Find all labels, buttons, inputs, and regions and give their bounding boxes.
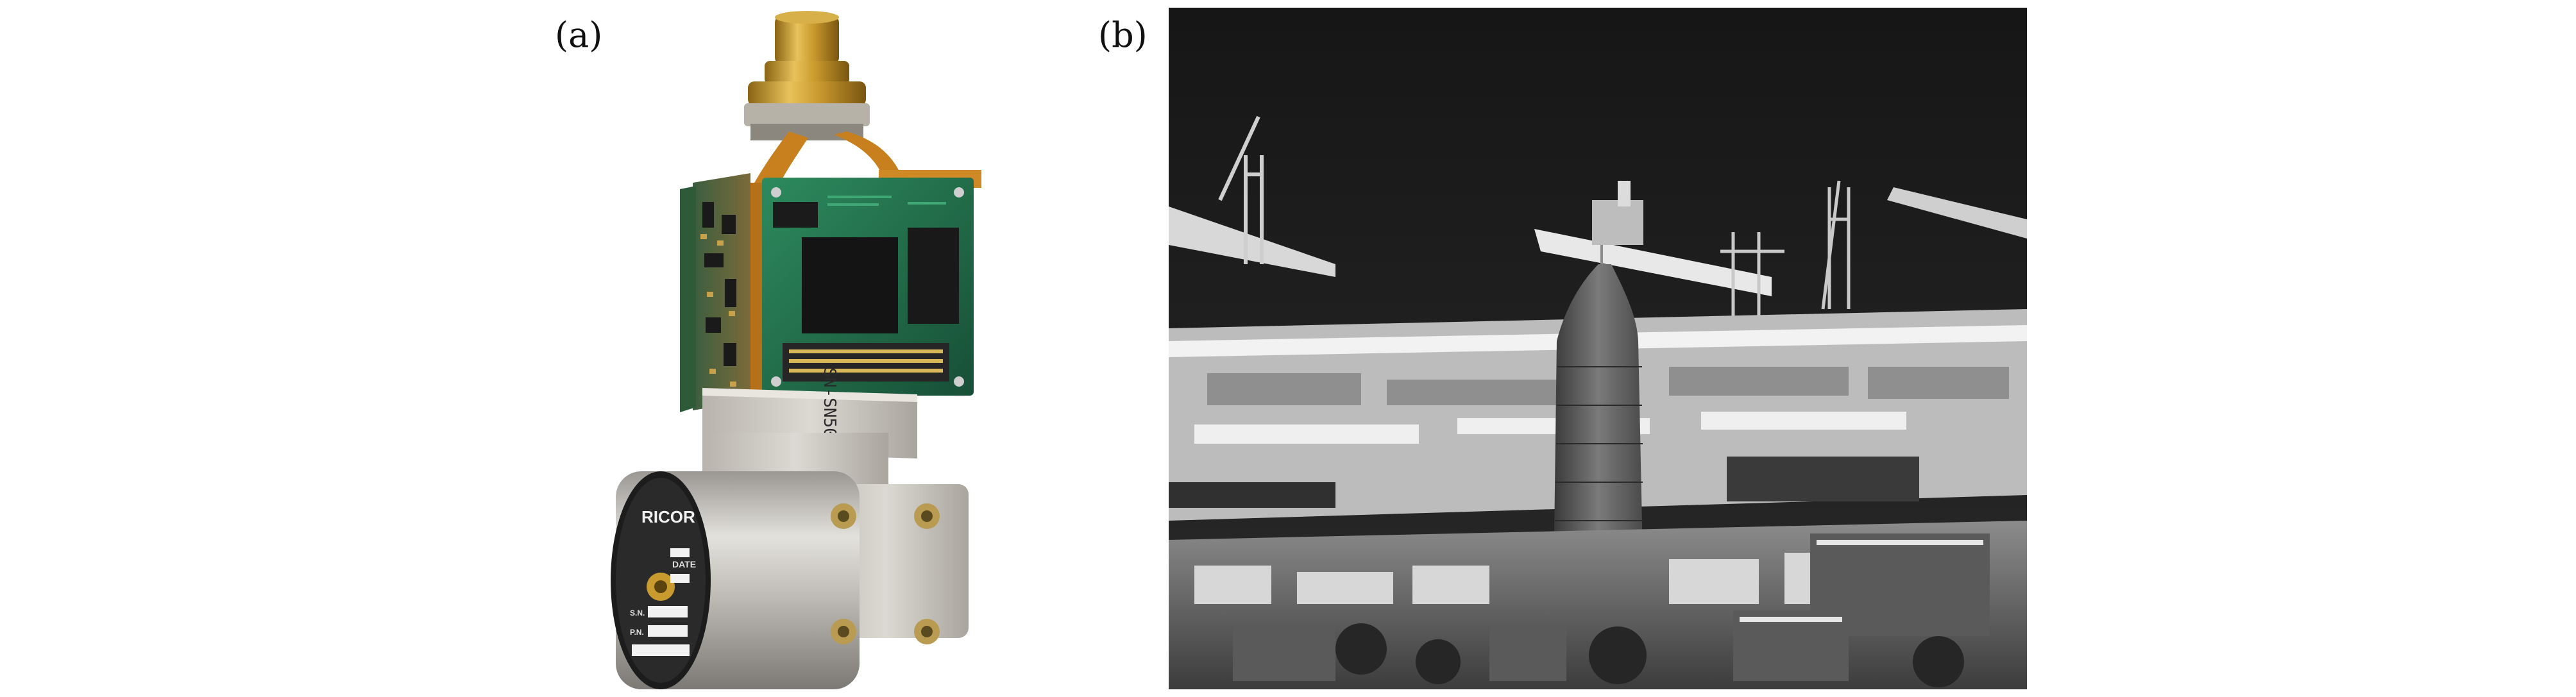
panel-label-b: (b) <box>1098 15 1148 55</box>
cooled-detector-photo: SN-SN50807344 RICOR DATE S.N. P.N. <box>558 10 988 693</box>
date-label: DATE <box>672 559 696 569</box>
thermal-image-harbor <box>1169 8 2027 689</box>
cooled-detector-illustration: SN-SN50807344 RICOR DATE S.N. P.N. <box>611 11 981 689</box>
harbor-cranes <box>1720 180 1851 328</box>
thermal-scene-illustration <box>1169 8 2027 689</box>
sn-label: S.N. <box>630 609 645 617</box>
side-pcb-stack <box>680 173 750 412</box>
left-pier <box>1169 115 1335 277</box>
city-foreground <box>1169 521 2027 689</box>
front-pcb-board <box>762 178 974 396</box>
ship <box>1534 181 1772 296</box>
breakwater <box>1887 187 2027 239</box>
mount-screws <box>831 503 940 644</box>
cryocooler-body: RICOR DATE S.N. P.N. <box>611 433 969 689</box>
pn-label: P.N. <box>630 628 644 637</box>
gold-window-cap <box>744 11 870 140</box>
panel-label-a: (a) <box>555 15 603 55</box>
brand-logo: RICOR <box>641 507 695 526</box>
